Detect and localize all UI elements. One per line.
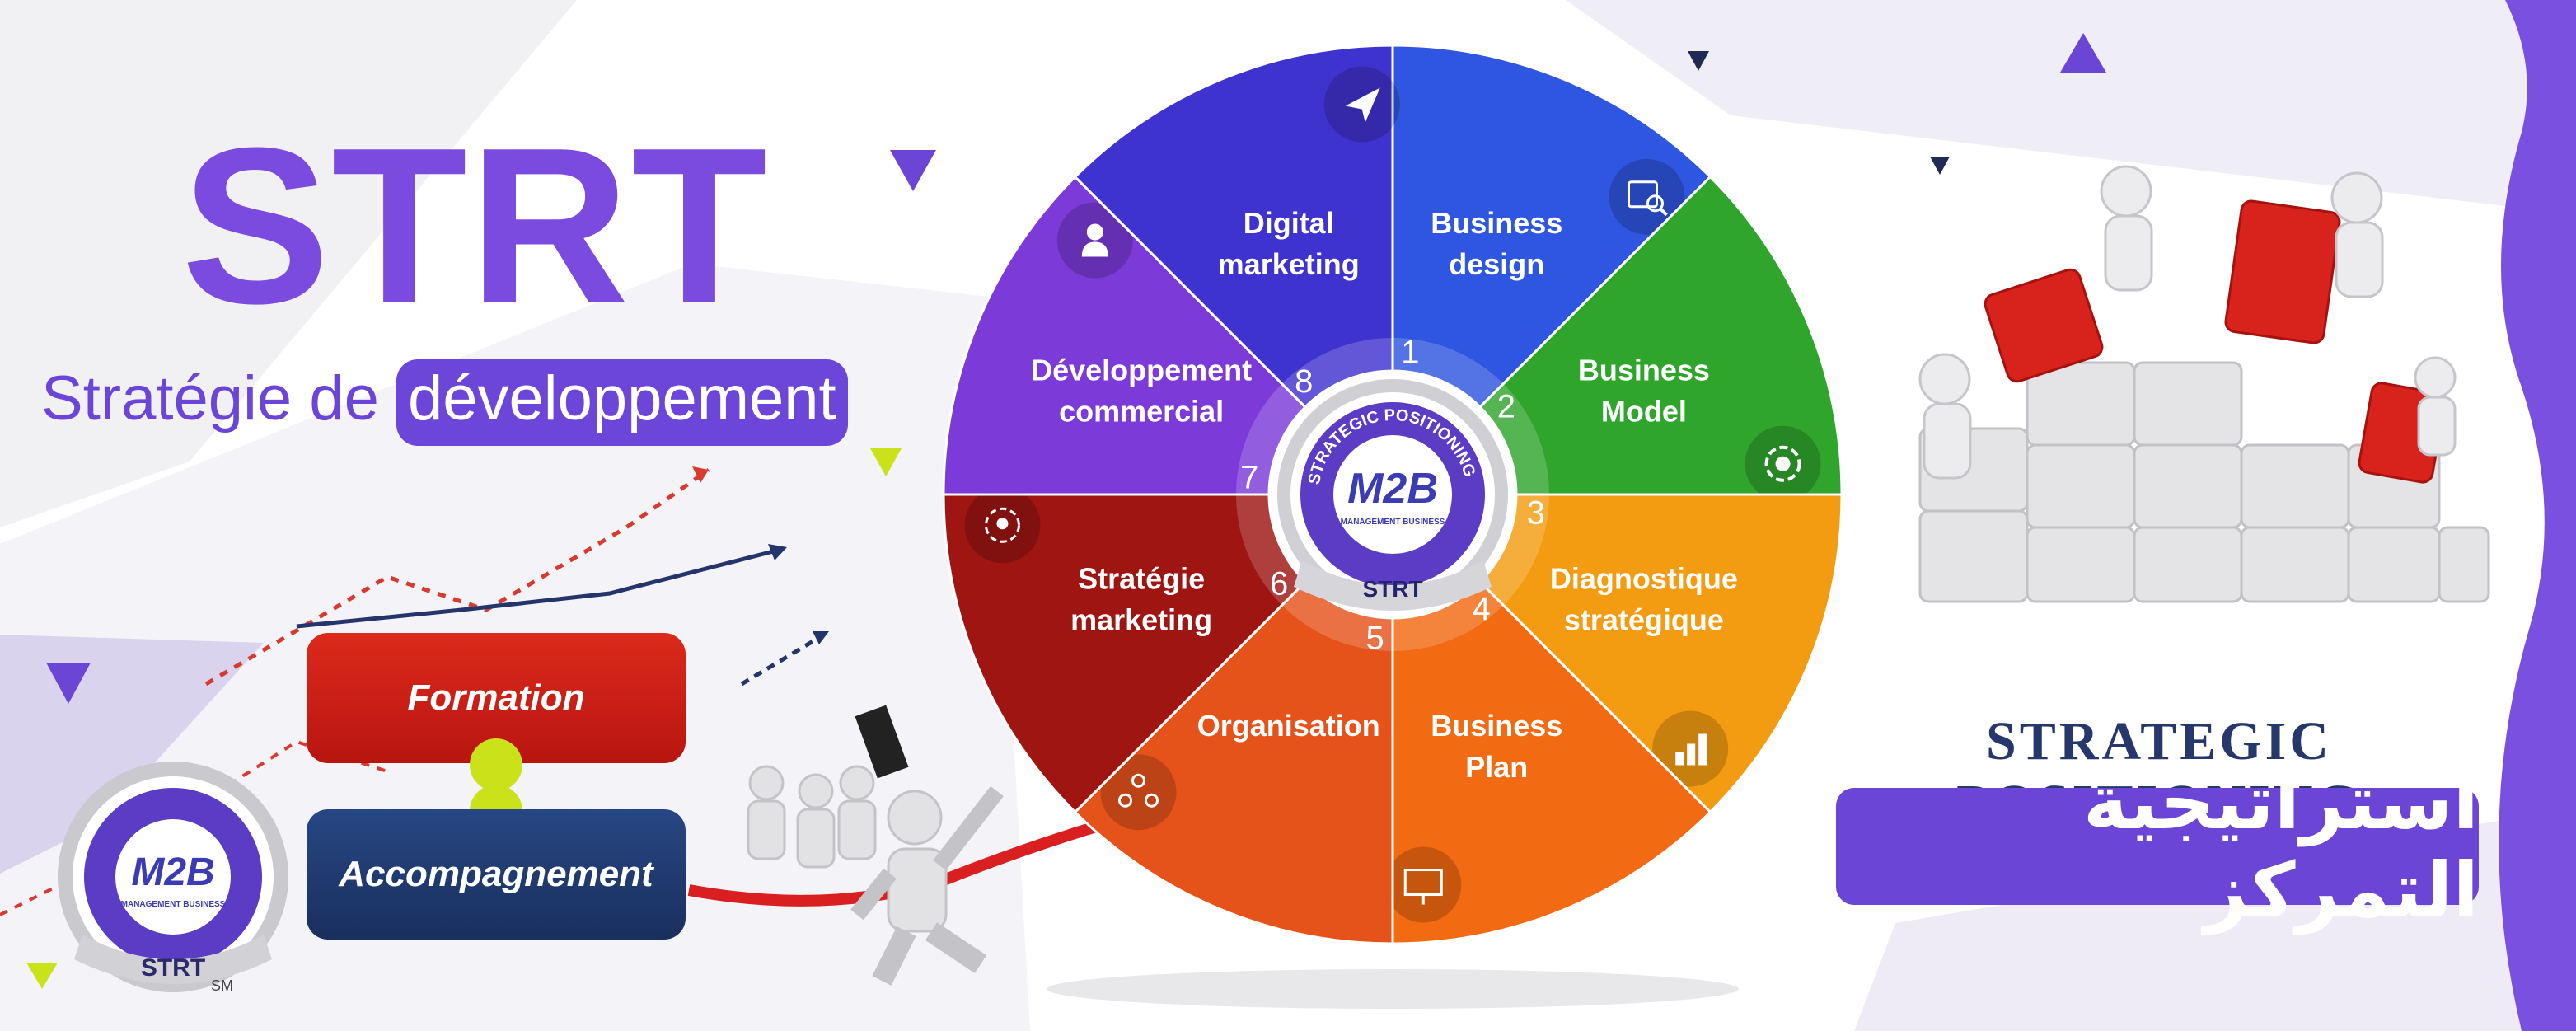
wheel-segment-1 — [1391, 44, 1712, 410]
wheel-sublabel-2: Model — [1601, 395, 1687, 429]
wheel-label-8: Digital — [1244, 206, 1334, 240]
paper-plane-icon — [1323, 66, 1400, 143]
user-icon — [1056, 202, 1133, 279]
wheel-segment-4 — [1391, 579, 1712, 945]
center-seal-brand-sub: MANAGEMENT BUSINESS — [1341, 518, 1445, 527]
wheel-segment-8 — [1073, 44, 1394, 410]
wheel-number-5: 5 — [1366, 621, 1384, 657]
wheel-sublabel-1: design — [1449, 247, 1544, 281]
page-title: STRT — [181, 102, 769, 350]
wheel-number-8: 8 — [1295, 363, 1313, 400]
wheel-label-5: Organisation — [1197, 709, 1380, 743]
subtitle-highlight: développement — [396, 359, 848, 446]
wheel-number-6: 6 — [1270, 566, 1288, 602]
presentation-icon — [1385, 846, 1462, 923]
center-seal-label: STRT — [1362, 576, 1422, 602]
seal-label: STRT — [141, 954, 205, 982]
wheel-label-4: Business — [1431, 709, 1562, 743]
wheel-segment-7 — [942, 175, 1308, 496]
positioning-title-ar: استراتيجية التمركز — [1836, 758, 2479, 935]
wheel-segment-2 — [1478, 175, 1843, 496]
wheel-sublabel-4: Plan — [1465, 750, 1528, 784]
wheel-sublabel-8: marketing — [1218, 247, 1360, 281]
coaching-badge: Accompagnement — [307, 809, 686, 940]
idea-gear-icon — [964, 487, 1041, 564]
wheel-label-1: Business — [1431, 206, 1562, 240]
wheel-label-3: Diagnostique — [1550, 561, 1738, 595]
subtitle-prefix: Stratégie de — [41, 363, 396, 433]
wheel-number-4: 4 — [1473, 591, 1491, 627]
wheel-segment-5 — [1073, 579, 1394, 945]
trademark-mark: SM — [211, 977, 233, 994]
wheel-label-7: Développement — [1031, 354, 1252, 387]
seal-brand: M2B — [131, 851, 214, 894]
coaching-label: Accompagnement — [339, 854, 653, 894]
gear-cycle-icon — [1745, 425, 1821, 502]
wheel-number-2: 2 — [1497, 388, 1515, 424]
wheel-sublabel-3: stratégique — [1564, 602, 1724, 636]
subtitle: Stratégie de développement — [41, 359, 848, 446]
wheel-sublabel-7: commercial — [1059, 395, 1224, 429]
seal-brand-sub: MANAGEMENT BUSINESS — [121, 900, 226, 909]
wheel-number-3: 3 — [1527, 494, 1545, 531]
wheel-label-6: Stratégie — [1078, 561, 1205, 595]
training-label: Formation — [407, 677, 585, 718]
wheel-segment-3 — [1478, 493, 1843, 814]
wheel-label-2: Business — [1578, 354, 1710, 387]
search-profile-icon — [1609, 158, 1685, 235]
center-seal-brand: M2B — [1347, 465, 1438, 513]
wheel-number-7: 7 — [1240, 460, 1258, 496]
wheel-segment-6 — [942, 493, 1308, 814]
wheel-sublabel-6: marketing — [1070, 602, 1212, 636]
strategy-wheel: BusinessdesignBusinessModelDiagnostiques… — [942, 44, 1843, 945]
team-network-icon — [1100, 754, 1177, 831]
bar-chart-icon — [1652, 710, 1729, 787]
wheel-number-1: 1 — [1401, 334, 1419, 370]
small-seal-logo: M2B MANAGEMENT BUSINESS STRT — [58, 762, 288, 992]
positioning-ar-text: استراتيجية التمركز — [2082, 758, 2479, 935]
